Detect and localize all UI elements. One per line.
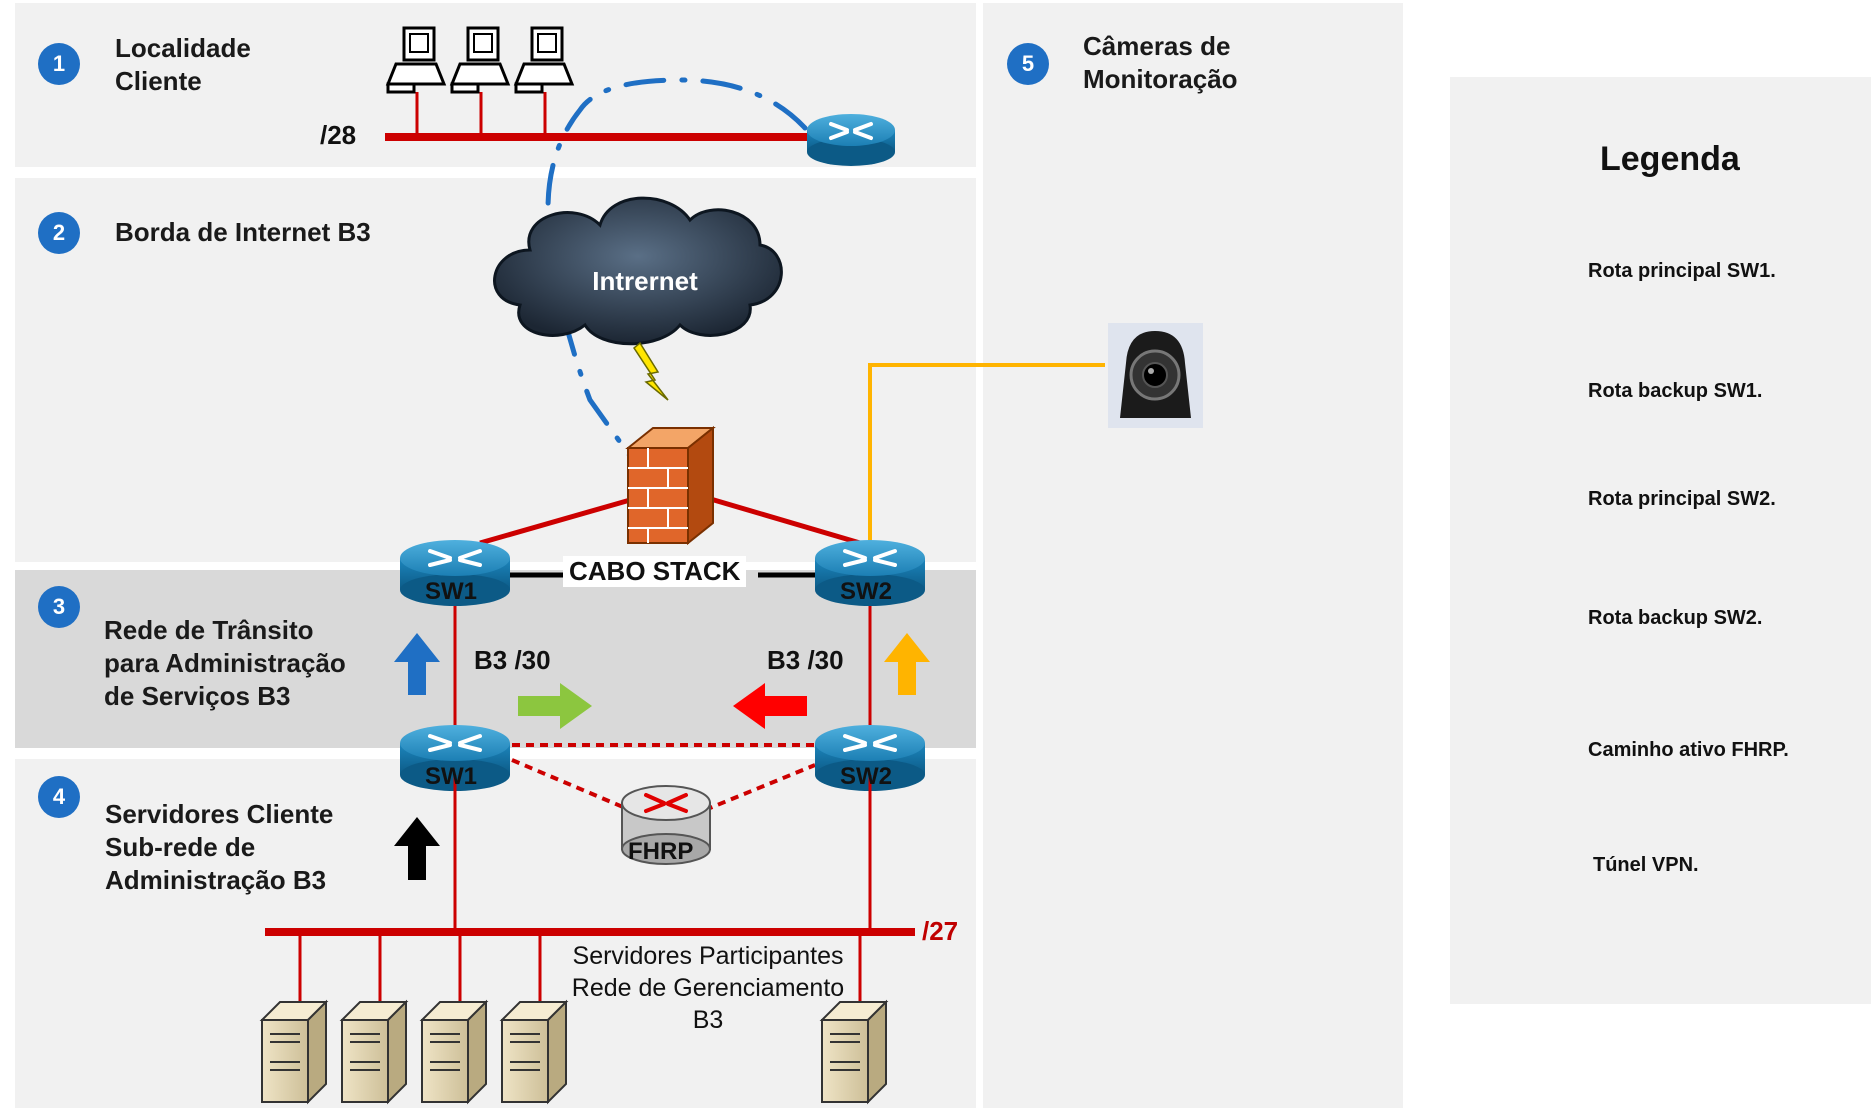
workstation-icon — [385, 26, 447, 94]
sw1-upper-icon — [400, 540, 510, 606]
vpn-tunnel — [545, 77, 808, 473]
lightning-icon — [633, 341, 669, 401]
servers-caption-line: Servidores Participantes — [572, 942, 844, 970]
servers-caption: Servidores Participantes Rede de Gerenci… — [548, 940, 868, 1036]
legend-item-label: Rota backup SW1. — [1588, 380, 1763, 402]
zone-4-title-line: Administração B3 — [105, 865, 327, 895]
internet-cloud-icon — [493, 196, 783, 346]
client-router-icon — [807, 114, 895, 166]
arrow-left-red-icon — [733, 683, 807, 729]
sw1-lower-icon — [400, 725, 510, 791]
sw2-lower-label: SW2 — [840, 763, 893, 790]
zone-5-badge: 5 — [1007, 43, 1049, 85]
fhrp-label: FHRP — [628, 838, 694, 865]
b3-30-left-label: B3 /30 — [474, 645, 551, 675]
legend-item-label: Rota principal SW2. — [1588, 488, 1776, 510]
zone-3-title-line: Rede de Trânsito — [104, 615, 314, 645]
zone-2-title: Borda de Internet B3 — [115, 217, 371, 247]
zone-5-title: Câmeras de Monitoração — [1083, 30, 1238, 96]
servers-caption-line: Rede de Gerenciamento — [571, 974, 845, 1002]
legend-item-label: Túnel VPN. — [1593, 854, 1699, 876]
zone-1-badge: 1 — [38, 43, 80, 85]
zone-4-title-line: Servidores Cliente — [105, 799, 334, 829]
firewall-icon — [625, 425, 716, 546]
sw2-upper-label: SW2 — [840, 578, 893, 605]
fhrp-router-icon — [621, 785, 711, 865]
camera-icon — [1108, 323, 1203, 428]
camera-link — [868, 363, 1105, 545]
legend-item-label: Rota principal SW1. — [1588, 260, 1776, 282]
zone-1-title-line: Localidade — [115, 33, 251, 63]
server-icon — [419, 999, 489, 1105]
sw2-lower-icon — [815, 725, 925, 791]
arrow-up-blue-icon — [394, 633, 440, 695]
zone-4-title: Servidores Cliente Sub-rede de Administr… — [105, 798, 333, 897]
arrow-up-black-icon — [394, 817, 440, 880]
zone-internet-edge — [15, 178, 976, 562]
zone-4-badge: 4 — [38, 776, 80, 818]
sw1-upper-label: SW1 — [425, 578, 478, 605]
server-icon — [819, 999, 889, 1105]
client-lan — [385, 26, 810, 141]
zone-1-title-line: Cliente — [115, 66, 202, 96]
sw2-upper-icon — [815, 540, 925, 606]
workstation-icon — [513, 26, 575, 94]
legend-title: Legenda — [1600, 140, 1740, 178]
zone-3-badge: 3 — [38, 586, 80, 628]
zone-3-title-line: para Administração — [104, 648, 346, 678]
sw1-lower-label: SW1 — [425, 763, 478, 790]
subnet-28-label: /28 — [320, 120, 357, 150]
workstation-icon — [449, 26, 511, 94]
b3-30-right-label: B3 /30 — [767, 645, 844, 675]
server-icon — [499, 999, 569, 1105]
arrow-up-yellow-icon — [884, 633, 930, 695]
zone-cameras — [983, 3, 1403, 1108]
server-icon — [339, 999, 409, 1105]
zone-3-title-line: de Serviços B3 — [104, 681, 291, 711]
legend-item-label: Rota backup SW2. — [1588, 607, 1763, 629]
servers-caption-line: B3 — [692, 1006, 724, 1034]
zone-1-title: Localidade Cliente — [115, 32, 251, 98]
zone-5-title-line: Câmeras de — [1083, 31, 1231, 61]
zone-5-title-line: Monitoração — [1083, 64, 1238, 94]
internet-label: Intrernet — [592, 266, 698, 296]
zone-4-title-line: Sub-rede de — [105, 832, 256, 862]
subnet-27-label: /27 — [922, 916, 959, 946]
legend-item-label: Caminho ativo FHRP. — [1588, 739, 1789, 761]
legend-panel — [1450, 77, 1871, 1004]
zone-3-title: Rede de Trânsito para Administração de S… — [104, 614, 346, 713]
arrow-right-green-icon — [518, 683, 592, 729]
server-icon — [259, 999, 329, 1105]
zone-2-badge: 2 — [38, 212, 80, 254]
cabo-stack-label: CABO STACK — [563, 556, 747, 587]
